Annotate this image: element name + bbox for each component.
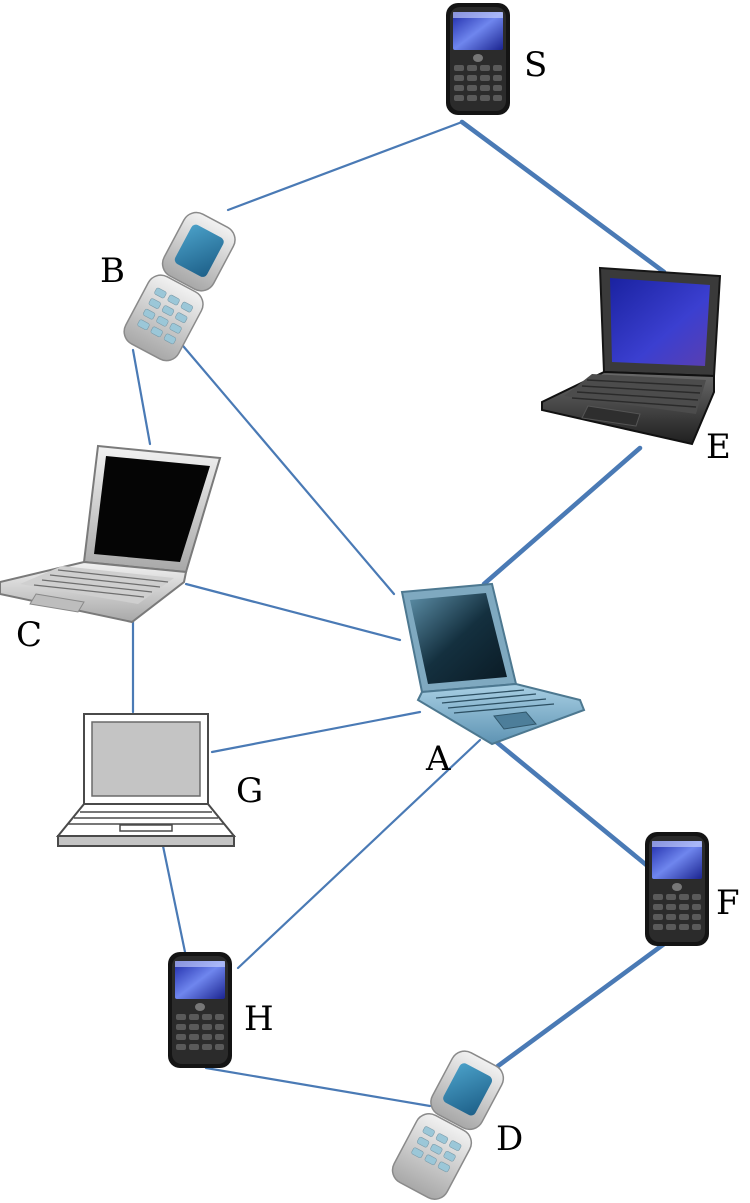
node-E[interactable]: E — [541, 266, 731, 467]
node-S[interactable]: S — [446, 3, 547, 115]
edge-B-A — [176, 338, 396, 596]
smartphone-icon — [645, 832, 709, 946]
node-label-E: E — [706, 427, 731, 467]
edge-G-A — [210, 710, 422, 754]
node-F[interactable]: F — [645, 832, 740, 946]
edge-F-D — [495, 941, 667, 1069]
node-label-S: S — [524, 45, 547, 85]
edges-layer — [131, 119, 667, 1108]
smartphone-icon — [446, 3, 510, 115]
flip-phone-icon — [123, 211, 236, 362]
node-label-A: A — [425, 739, 451, 779]
edge-H-A — [236, 738, 482, 970]
node-label-C: C — [16, 615, 42, 655]
edge-C-A — [184, 582, 402, 642]
edge-G-H — [161, 844, 187, 954]
edge-B-C — [131, 348, 152, 446]
node-label-G: G — [236, 771, 263, 811]
laptop-outline-icon — [55, 713, 237, 847]
node-label-H: H — [244, 999, 274, 1039]
node-label-F: F — [716, 883, 740, 923]
laptop-silver-icon — [0, 444, 222, 624]
laptop-blue-icon — [400, 582, 586, 746]
edge-E-A — [481, 445, 643, 587]
edge-A-F — [491, 737, 653, 871]
node-H[interactable]: H — [168, 952, 274, 1068]
node-C[interactable]: C — [0, 444, 222, 655]
node-D[interactable]: D — [388, 1045, 524, 1203]
smartphone-icon — [168, 952, 232, 1068]
edge-S-B — [226, 120, 464, 212]
edge-S-E — [459, 119, 667, 275]
edge-H-D — [204, 1066, 432, 1108]
flip-phone-icon — [391, 1050, 505, 1200]
node-A[interactable]: A — [400, 582, 586, 779]
node-B[interactable]: B — [100, 207, 242, 366]
node-G[interactable]: G — [55, 713, 263, 847]
laptop-dark-icon — [541, 266, 722, 446]
node-label-B: B — [100, 251, 125, 291]
node-label-D: D — [496, 1119, 523, 1159]
